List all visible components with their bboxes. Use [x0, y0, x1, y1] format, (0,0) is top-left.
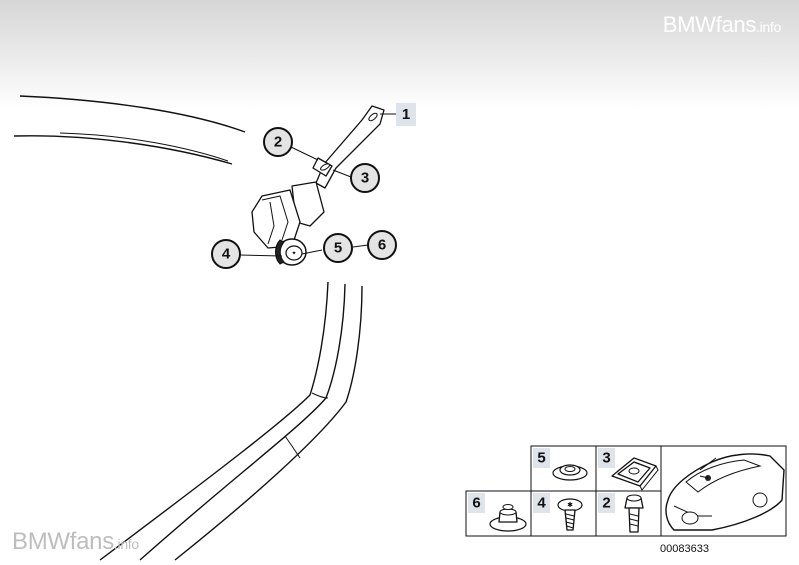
watermark-top: BMWfans.info — [662, 12, 782, 38]
panel-cell-4[interactable]: 4 — [533, 493, 550, 513]
washer-icon — [552, 464, 588, 481]
windshield-frame — [13, 95, 246, 165]
panel-cell-6-label: 6 — [472, 495, 480, 512]
panel-cell-5[interactable]: 5 — [533, 448, 550, 468]
mirror-bracket: ✦ — [251, 105, 385, 266]
leader-lines — [239, 113, 396, 257]
callout-6-label: 6 — [378, 237, 386, 254]
panel-cell-2[interactable]: 2 — [598, 493, 615, 513]
watermark-brand: BMWfans — [662, 12, 757, 37]
callout-3[interactable]: 3 — [350, 163, 380, 193]
watermark-bottom: BMWfans.info — [12, 528, 139, 556]
callout-2-label: 2 — [274, 134, 282, 151]
callout-2[interactable]: 2 — [263, 127, 293, 157]
watermark-suffix: .info — [756, 19, 781, 35]
reference-number: 00083633 — [660, 543, 709, 555]
callout-4-label: 4 — [222, 246, 231, 263]
a-pillar-strip — [99, 281, 363, 561]
callout-5[interactable]: 5 — [323, 233, 353, 263]
panel-cell-3-label: 3 — [602, 450, 610, 467]
shoulder-nut-icon — [489, 504, 527, 532]
svg-text:✱: ✱ — [567, 501, 573, 509]
car-thumbnail-icon — [665, 453, 785, 531]
parts-panel: 5 3 6 4 2 — [465, 445, 787, 555]
panel-cell-5-label: 5 — [537, 450, 545, 467]
watermark-suffix-bottom: .info — [113, 536, 139, 552]
panel-cell-6[interactable]: 6 — [468, 493, 485, 513]
watermark-brand-bottom: BMWfans — [12, 528, 114, 555]
callout-5-label: 5 — [334, 240, 342, 257]
panel-cell-4-label: 4 — [537, 495, 546, 512]
panel-cell-2-label: 2 — [602, 495, 610, 512]
callout-3-label: 3 — [361, 170, 369, 187]
hex-bolt-icon — [624, 494, 644, 533]
callout-6[interactable]: 6 — [367, 230, 397, 260]
callout-1[interactable]: 1 — [396, 103, 416, 126]
callout-1-label: 1 — [402, 106, 410, 123]
clip-nut-icon — [611, 457, 659, 491]
torx-screw-icon: ✱ — [557, 498, 583, 531]
svg-text:✦: ✦ — [291, 250, 296, 257]
panel-cell-3[interactable]: 3 — [598, 448, 615, 468]
callout-4[interactable]: 4 — [211, 239, 241, 269]
